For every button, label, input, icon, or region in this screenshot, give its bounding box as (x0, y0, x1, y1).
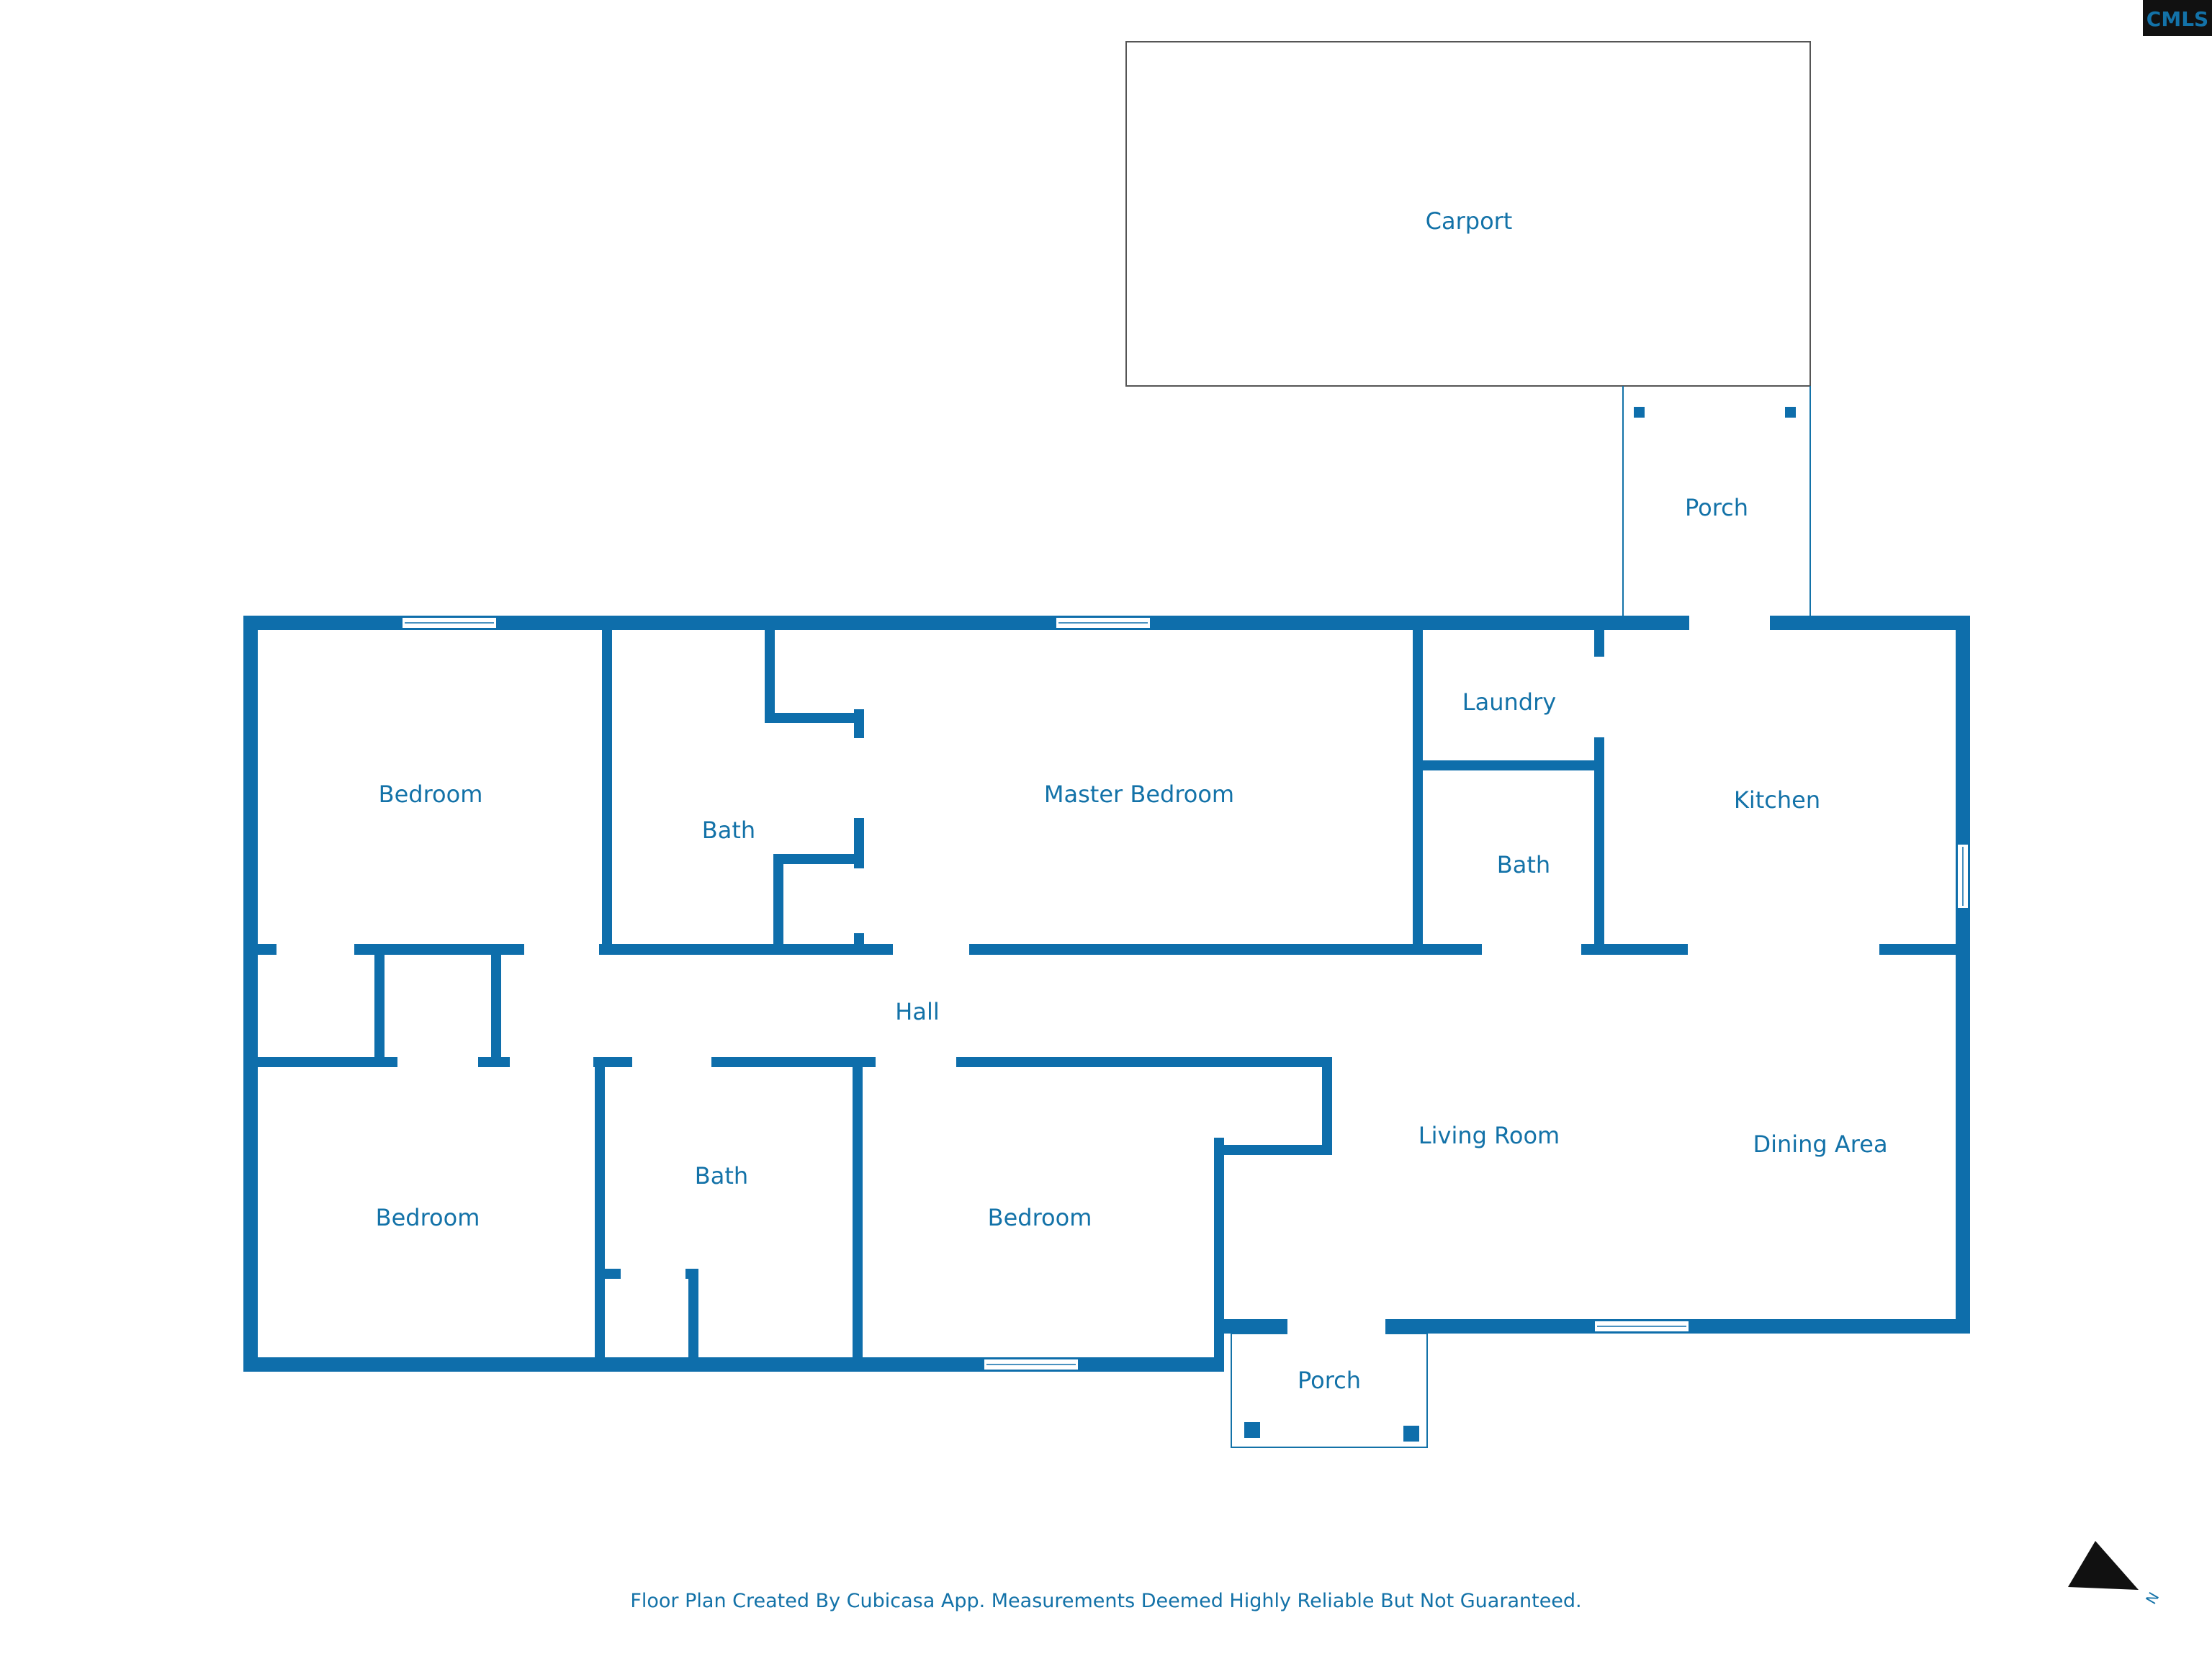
room-label-hall: Hall (895, 998, 939, 1025)
porch-post (1244, 1422, 1260, 1438)
room-label-master-bedroom: Master Bedroom (1044, 781, 1234, 808)
north-arrow-icon: N (2068, 1541, 2162, 1607)
room-label-bath-ne: Bath (1497, 851, 1550, 878)
room-label-bath-n: Bath (702, 817, 755, 844)
room-label-bedroom-s: Bedroom (988, 1204, 1092, 1231)
room-label-bath-s: Bath (695, 1162, 748, 1190)
north-arrow-label: N (2142, 1589, 2162, 1607)
room-label-porch-top: Porch (1685, 494, 1748, 521)
room-label-bedroom-sw: Bedroom (376, 1204, 480, 1231)
porch-post (1785, 407, 1796, 418)
walls (243, 616, 1970, 1372)
room-label-laundry: Laundry (1462, 688, 1556, 716)
porch-top-outline (1622, 386, 1811, 621)
room-label-kitchen: Kitchen (1734, 786, 1820, 814)
room-label-living-room: Living Room (1419, 1122, 1560, 1149)
cmls-logo: CMLS (2143, 0, 2212, 36)
porch-post (1403, 1426, 1419, 1442)
footer-disclaimer: Floor Plan Created By Cubicasa App. Meas… (630, 1590, 1581, 1612)
door-openings (276, 614, 1879, 1335)
window-lines (405, 622, 1964, 1365)
carport-outline (1125, 41, 1811, 387)
windows (401, 616, 1969, 1371)
room-label-bedroom-nw: Bedroom (379, 781, 483, 808)
room-label-porch-bottom: Porch (1298, 1367, 1361, 1394)
room-label-dining-area: Dining Area (1753, 1130, 1887, 1158)
room-label-carport: Carport (1426, 207, 1513, 235)
cmls-logo-text: CMLS (2146, 7, 2208, 31)
porch-post (1634, 407, 1645, 418)
